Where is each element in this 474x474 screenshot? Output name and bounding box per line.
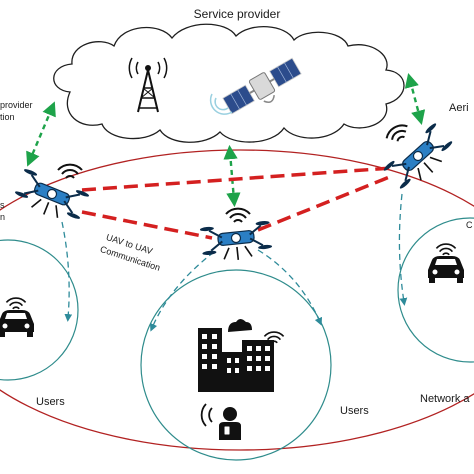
aerial-label: Aeri [449, 102, 469, 114]
wifi-signal-icon [225, 207, 251, 223]
users-label-center: Users [340, 405, 369, 417]
diagram-title: Service provider [193, 7, 281, 21]
wifi-signal-icon [382, 120, 413, 147]
network-label: Network a [420, 393, 470, 405]
user-phone-icon [200, 403, 241, 440]
wifi-signal-icon [5, 297, 27, 310]
coverage-arrow-right [398, 193, 408, 306]
left-uav-label: n [0, 212, 6, 222]
wifi-signal-icon [435, 243, 457, 256]
wifi-signal-icon [57, 163, 83, 179]
uav-link-left-center [81, 210, 213, 240]
satellite-signal-icon [209, 93, 233, 115]
satellite-icon [222, 57, 302, 115]
uav-drone-icon-right [381, 121, 460, 197]
outer-coverage-ring [0, 149, 474, 451]
provider-link-right [404, 73, 426, 125]
provider-link-center [223, 144, 241, 208]
uav-link-left-right [81, 166, 393, 192]
city-buildings-icon [198, 319, 274, 392]
service-provider-cloud [53, 23, 405, 143]
provider-link-left [26, 101, 56, 167]
coverage-arrow-center-left [149, 251, 215, 332]
uav-link-center-right [257, 174, 393, 232]
cell-circle-left [0, 239, 79, 381]
cell-circle-right [397, 217, 474, 363]
right-cell-label: C [466, 220, 473, 230]
provider-link-label: provider [0, 100, 33, 110]
users-label-left: Users [36, 396, 65, 408]
left-uav-label: s [0, 200, 5, 210]
car-icon [0, 310, 34, 337]
car-icon [428, 256, 464, 283]
cell-tower-icon [128, 57, 168, 113]
uav-drone-icon-left [10, 166, 91, 229]
provider-link-label: tion [0, 112, 15, 122]
cell-circle-center [140, 269, 332, 461]
